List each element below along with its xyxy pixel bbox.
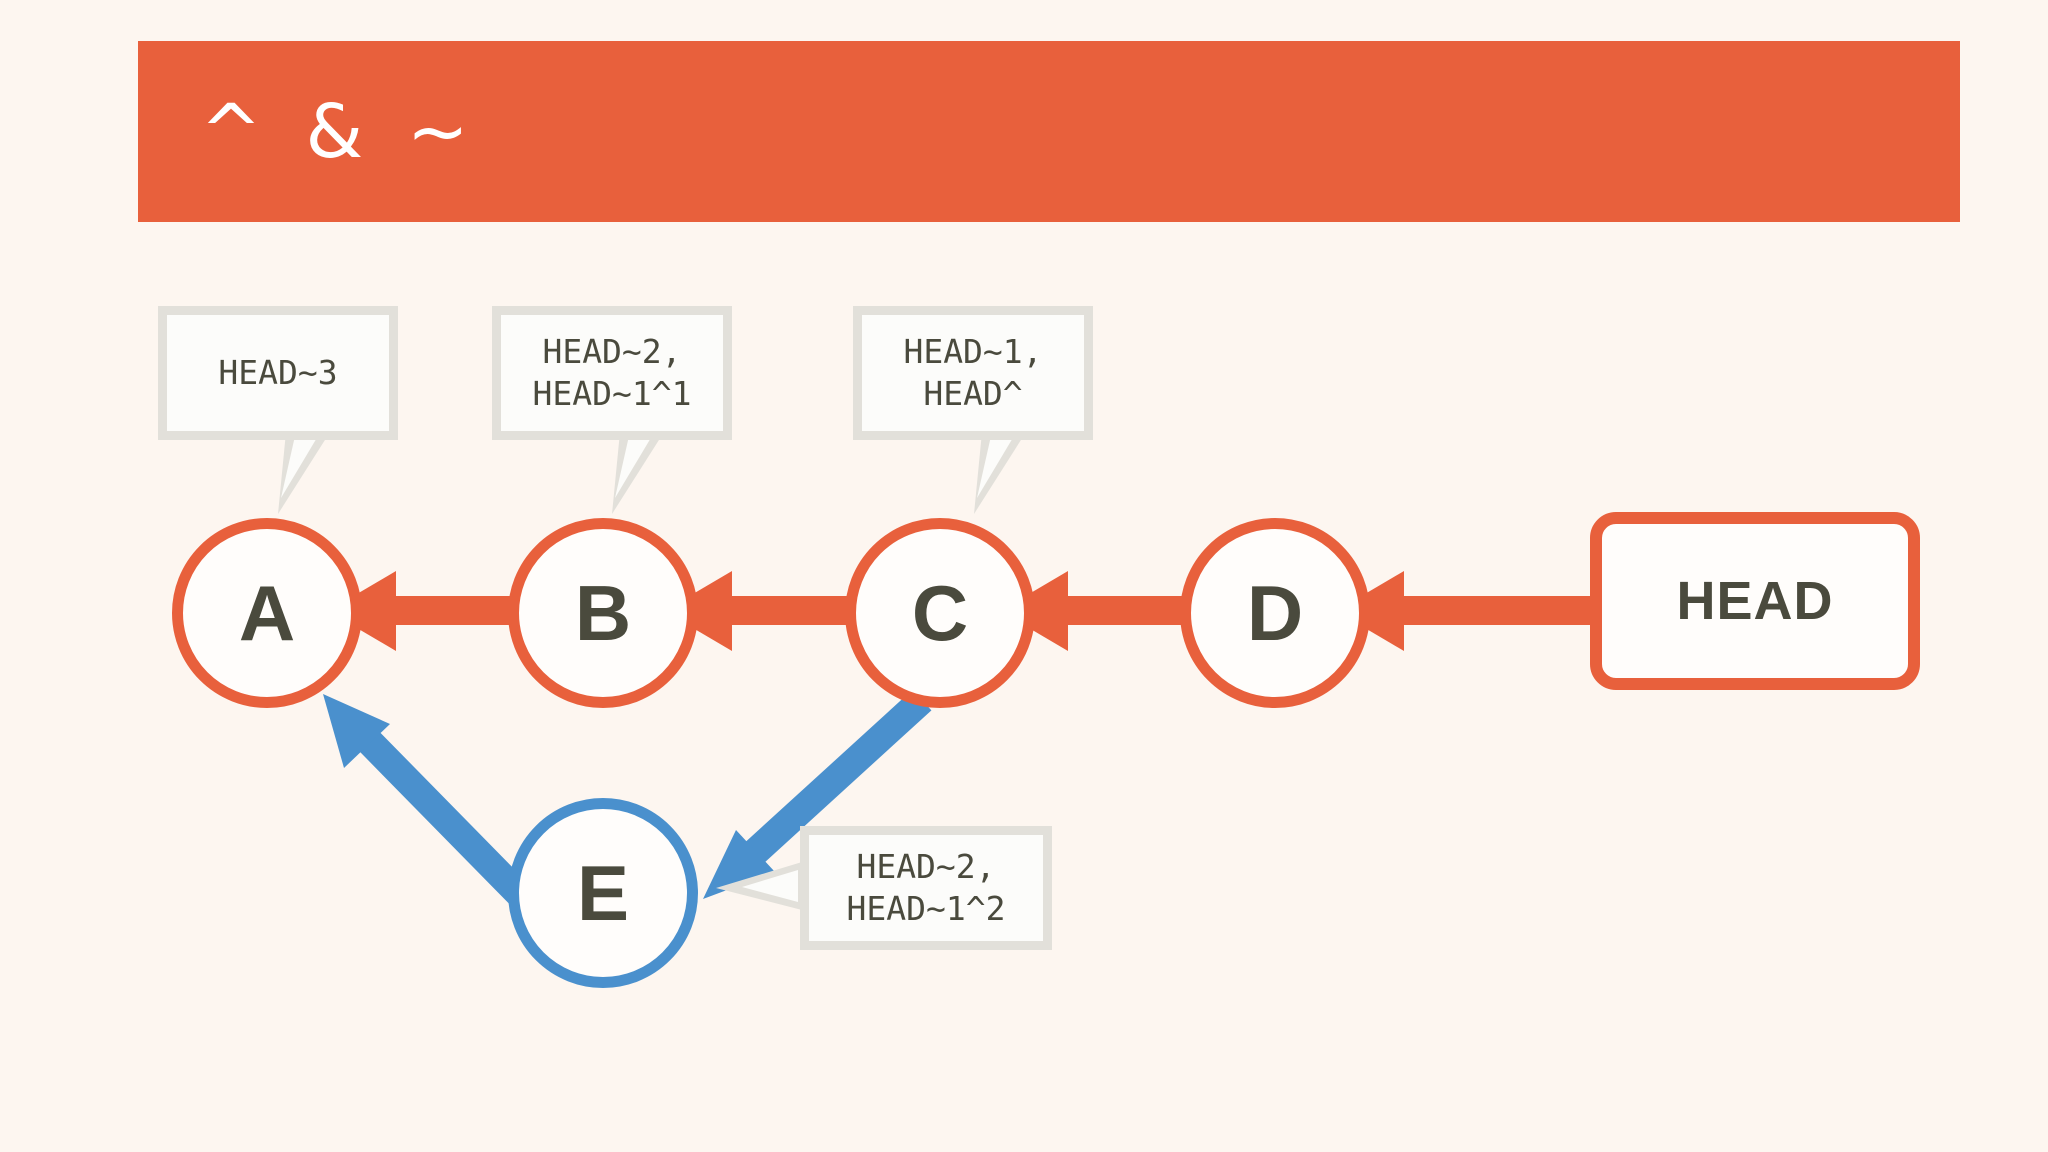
edge-head-to-d [1336, 571, 1592, 651]
head-pointer-label: HEAD [1676, 571, 1834, 631]
callout-tail-e [716, 862, 802, 910]
callout-for-commit-e: HEAD~2, HEAD~1^2 [800, 826, 1052, 950]
edge-e-to-a [323, 694, 535, 910]
callout-line: HEAD~2, [856, 846, 996, 886]
callout-tail-a [278, 432, 330, 514]
callout-for-commit-b: HEAD~2, HEAD~1^1 [492, 306, 732, 440]
callout-line: HEAD~1^1 [532, 374, 692, 413]
callout-for-commit-e-body: HEAD~2, HEAD~1^2 [809, 835, 1043, 941]
commit-node-d[interactable]: D [1180, 518, 1370, 708]
callout-line: HEAD~1^2 [846, 889, 1006, 928]
commit-node-c[interactable]: C [845, 518, 1035, 708]
callout-tail-b [612, 432, 664, 514]
callout-for-commit-b-body: HEAD~2, HEAD~1^1 [501, 315, 723, 431]
commit-node-c-label: C [911, 569, 969, 657]
commit-node-a[interactable]: A [172, 518, 362, 708]
callout-for-commit-c-body: HEAD~1, HEAD^ [862, 315, 1084, 431]
callout-for-commit-a: HEAD~3 [158, 306, 398, 440]
callout-line: HEAD~3 [218, 352, 338, 392]
commit-node-a-label: A [238, 569, 296, 657]
commit-node-e-label: E [576, 849, 630, 937]
slide-title: ^ & ~ [200, 88, 479, 175]
head-pointer-box[interactable]: HEAD [1590, 512, 1920, 690]
callout-for-commit-c: HEAD~1, HEAD^ [853, 306, 1093, 440]
commit-node-d-label: D [1246, 569, 1304, 657]
commit-node-e[interactable]: E [508, 798, 698, 988]
commit-node-b[interactable]: B [508, 518, 698, 708]
callout-line: HEAD~1, [903, 331, 1043, 371]
callout-line: HEAD^ [923, 374, 1023, 413]
commit-node-b-label: B [574, 569, 632, 657]
callout-line: HEAD~2, [542, 331, 682, 371]
callout-for-commit-a-body: HEAD~3 [167, 315, 389, 431]
title-bar: ^ & ~ [138, 41, 1960, 222]
callout-tail-c [974, 432, 1026, 514]
